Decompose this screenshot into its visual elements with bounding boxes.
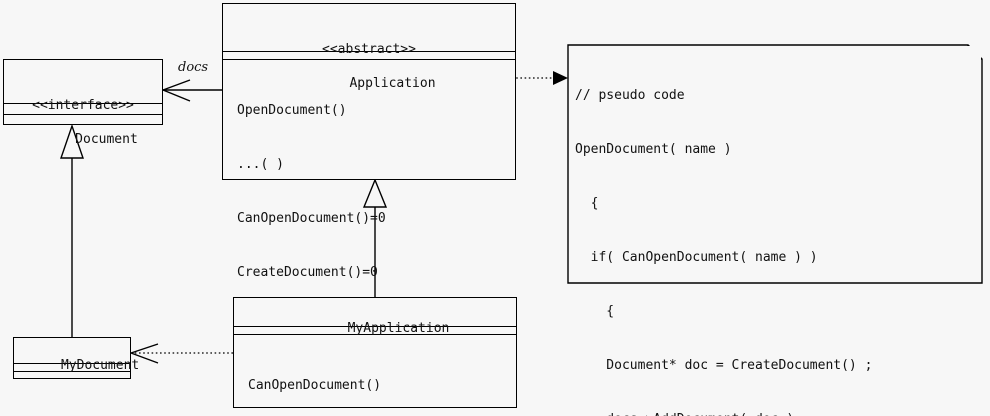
member-can-open-document: CanOpenDocument()=0 [237,211,386,226]
class-document-attributes [4,103,162,114]
association-docs-line [162,79,222,102]
class-application-name: Application [349,76,436,91]
class-mydocument-attributes [14,363,130,371]
note-line-open-brace: { [575,196,599,211]
note-line-create-document: Document* doc = CreateDocument() ; [575,358,873,373]
pseudo-code-note[interactable]: // pseudo code OpenDocument( name ) { if… [569,46,981,416]
note-line-add-document: docs->AddDocument( doc ) ; [575,411,981,416]
class-document-name: Document [75,132,138,147]
class-box-application[interactable]: <<abstract>> Application OpenDocument() … [222,3,516,334]
class-mydocument-operations [14,371,130,379]
member-create-document: CreateDocument()=0 [237,265,378,280]
class-document-header: <<interface>> Document [4,60,162,147]
dependency-myapplication-mydocument [130,343,233,364]
association-label-docs: docs [178,60,209,75]
class-box-mydocument[interactable]: MyDocument [13,337,139,379]
class-application-stereotype: <<abstract>> [322,42,416,57]
class-mydocument-name: MyDocument [60,358,140,373]
class-document-operations [4,114,162,124]
class-box-myapplication[interactable]: MyApplication CanOpenDocument() CreateDo… [233,297,517,408]
class-document-stereotype: <<interface>> [32,98,134,113]
member-ellipsis: ...( ) [237,157,284,172]
class-application-header: <<abstract>> Application [223,4,515,91]
class-mydocument-header: MyDocument [14,338,139,373]
note-line-if: if( CanOpenDocument( name ) ) [575,250,818,265]
note-line-comment: // pseudo code [575,88,685,103]
note-line-inner-open-brace: { [575,304,615,319]
class-myapplication-operations: CanOpenDocument() CreateDocument() About… [234,334,516,407]
class-box-document[interactable]: <<interface>> Document [3,59,163,147]
note-content: // pseudo code OpenDocument( name ) { if… [569,46,981,416]
member-can-open-document: CanOpenDocument() [248,378,382,393]
class-myapplication-header: MyApplication [234,298,516,336]
class-myapplication-name: MyApplication [347,321,450,336]
note-line-signature: OpenDocument( name ) [575,142,732,157]
class-myapplication-attributes [234,326,516,334]
member-open-document: OpenDocument() [237,103,347,118]
class-application-attributes [223,51,515,59]
